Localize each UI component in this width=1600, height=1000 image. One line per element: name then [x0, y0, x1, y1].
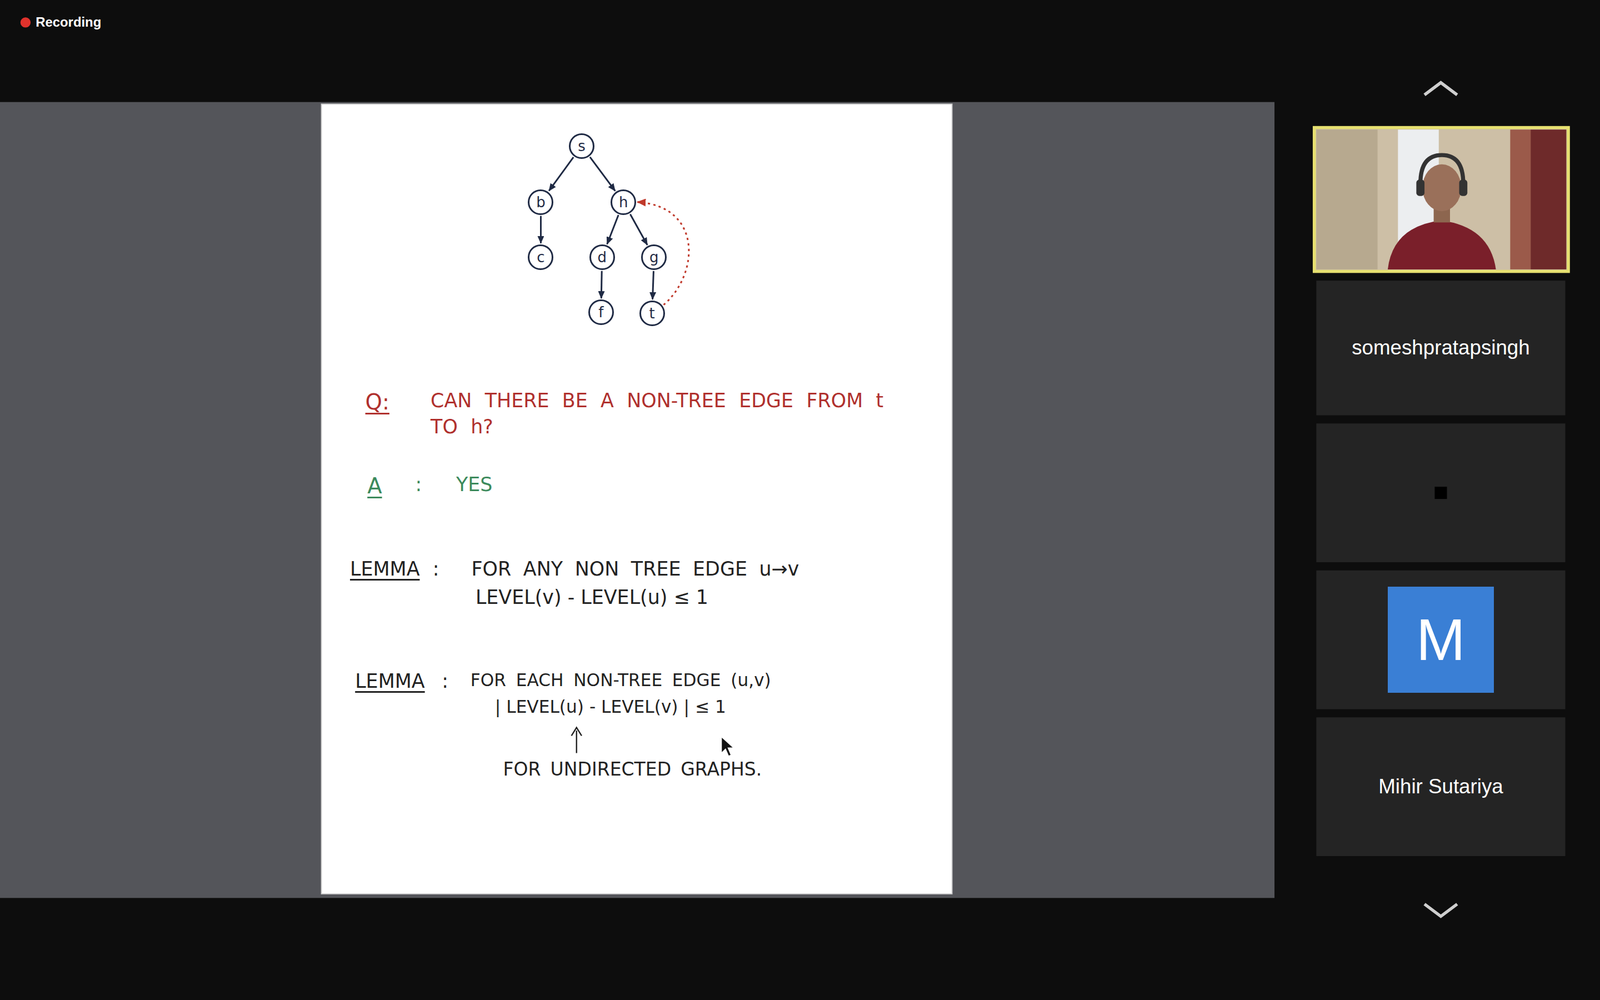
tree-node: t	[639, 300, 665, 327]
mouse-cursor	[721, 736, 734, 757]
answer-colon: :	[415, 471, 423, 498]
pointer-head	[571, 727, 582, 737]
participant-name-tile: Mihir Sutariya	[1316, 717, 1565, 857]
curtain-fold	[1510, 129, 1531, 270]
scroll-down-chevron	[1424, 903, 1458, 917]
participant-tile	[1316, 423, 1565, 563]
node-letter: d	[597, 248, 607, 266]
participant-tile	[1316, 717, 1565, 857]
tree-node: g	[641, 244, 667, 270]
headphone-right	[1459, 179, 1468, 196]
tree-edge	[590, 157, 615, 192]
node-letter: h	[618, 193, 628, 211]
tree-node: h	[610, 189, 637, 215]
tree-node: s	[568, 133, 595, 159]
participant-text: Mihir Sutariya	[1378, 775, 1503, 799]
node-letter: g	[649, 248, 659, 266]
node-letter: t	[649, 305, 655, 322]
video-ground	[1314, 127, 1569, 272]
non-tree-edge	[637, 202, 689, 305]
tiny-video	[1434, 486, 1447, 499]
lemma-heading: LEMMA	[355, 668, 425, 695]
participant-tile	[1316, 280, 1565, 415]
active-speaker-border	[1314, 127, 1569, 272]
tree-edge	[630, 214, 648, 245]
lemma-statement: FOR EACH NON-TREE EDGE (u,v)	[470, 668, 772, 692]
recording-indicator: Recording	[35, 13, 102, 32]
participant-text: someshpratapsingh	[1351, 336, 1530, 360]
tree-edge	[548, 157, 574, 192]
tree-node: f	[588, 299, 614, 325]
tree-edge	[600, 271, 603, 299]
tree-node: c	[527, 244, 554, 270]
node-letter: f	[598, 303, 604, 321]
avatar-initial: M	[1387, 586, 1494, 693]
participant-text: M	[1416, 606, 1466, 674]
headphone-left	[1416, 179, 1425, 196]
lemma-statement: FOR ANY NON TREE EDGE u→v	[471, 556, 800, 583]
lemma-colon: :	[432, 556, 440, 583]
slide	[321, 103, 953, 894]
tree-node: b	[527, 189, 554, 215]
curtain-left	[1316, 129, 1378, 270]
node-letter: s	[577, 137, 586, 155]
participant-tile	[1316, 570, 1565, 710]
lemma-heading: LEMMA	[350, 556, 420, 583]
share-area	[0, 102, 1275, 899]
tree-edge	[652, 271, 654, 300]
person-body	[1387, 220, 1497, 270]
pointer-line	[576, 730, 578, 753]
lemma-note: FOR UNDIRECTED GRAPHS.	[503, 757, 763, 783]
person-head	[1422, 164, 1462, 212]
tree-edge	[540, 216, 542, 244]
tree-edge	[607, 215, 619, 245]
curtain-right	[1530, 129, 1567, 270]
lemma-formula: | LEVEL(u) - LEVEL(v) | ≤ 1	[495, 695, 727, 719]
node-letter: b	[536, 193, 546, 211]
lemma-formula: LEVEL(v) - LEVEL(u) ≤ 1	[475, 584, 709, 611]
question-text: CAN THERE BE A NON-TREE EDGE FROM t TO h…	[430, 387, 910, 440]
headphones	[1420, 155, 1464, 184]
node-letter: c	[536, 248, 545, 266]
answer-mark: A	[367, 471, 382, 501]
participant-name-tile: someshpratapsingh	[1316, 280, 1565, 415]
answer-text: YES	[456, 471, 493, 498]
lemma-colon: :	[441, 668, 449, 695]
scroll-up-chevron	[1424, 82, 1458, 95]
question-mark: Q:	[365, 387, 390, 417]
record-dot	[20, 17, 31, 28]
tree-node: d	[589, 244, 615, 270]
